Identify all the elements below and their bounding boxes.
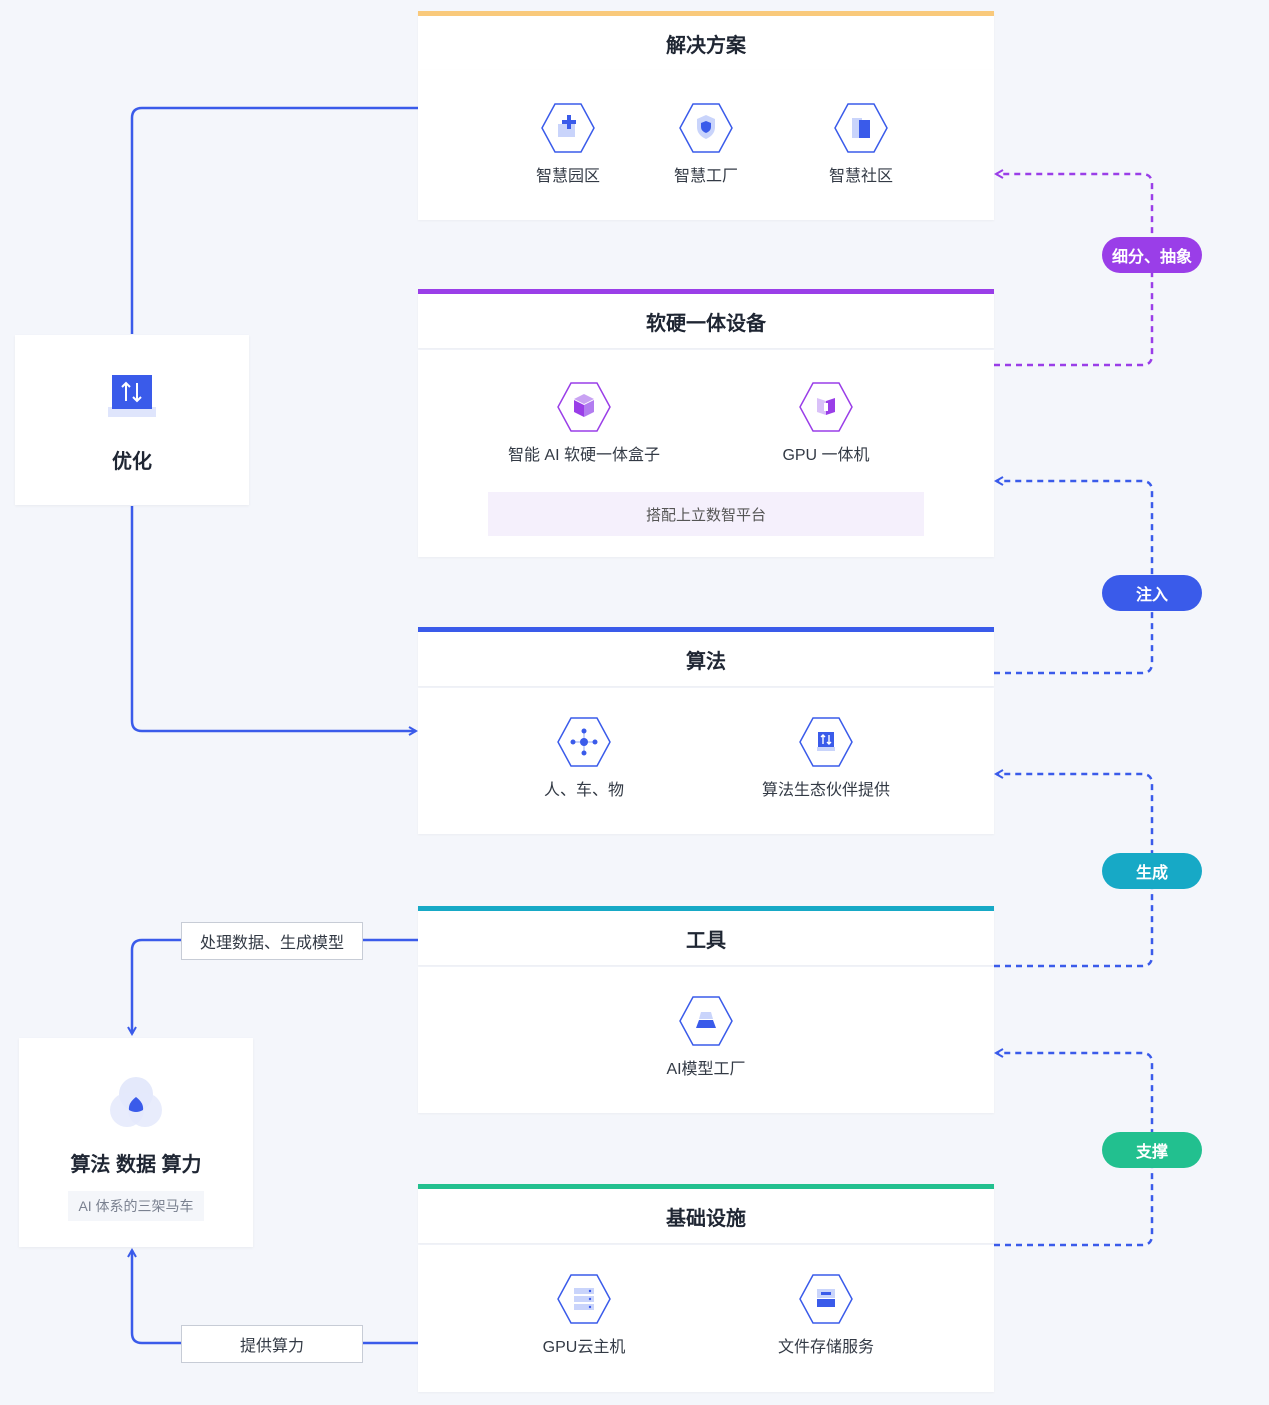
optimize-box: 优化 <box>15 335 249 505</box>
item-label: 算法生态伙伴提供 <box>761 782 890 799</box>
triad-subtitle: AI 体系的三架马车 <box>68 1191 204 1221</box>
layer-tools: 工具 AI模型工厂 <box>418 906 994 1113</box>
item-smart-community[interactable]: 智慧社区 <box>771 102 951 186</box>
item-label: 人、车、物 <box>543 782 624 799</box>
layer-solutions-body: 智慧园区 智慧工厂 智慧社区 <box>418 70 994 220</box>
network-icon <box>557 717 611 767</box>
park-icon <box>541 103 595 153</box>
flow-support-pill: 支撑 <box>1102 1132 1202 1168</box>
item-label: 智慧园区 <box>535 168 600 185</box>
layer-title: 解决方案 <box>666 34 746 57</box>
shield-icon <box>679 103 733 153</box>
item-smart-park[interactable]: 智慧园区 <box>478 102 658 186</box>
layer-solutions: 解决方案 智慧园区 智慧工厂 智慧社区 <box>418 11 994 220</box>
flow-label: 支撑 <box>1135 1144 1168 1161</box>
venn-icon <box>110 1077 162 1127</box>
item-smart-factory[interactable]: 智慧工厂 <box>616 102 796 186</box>
layer-infrastructure-header: 基础设施 <box>418 1184 994 1243</box>
layer-solutions-header: 解决方案 <box>418 11 994 70</box>
layer-algorithm-header: 算法 <box>418 627 994 686</box>
optimize-to-algorithm-line <box>130 506 416 731</box>
layer-tools-header: 工具 <box>418 906 994 965</box>
layer-algorithm: 算法 人、车、物 算法生态伙伴提供 <box>418 627 994 834</box>
triad-box: 算法 数据 算力 AI 体系的三架马车 <box>19 1038 253 1247</box>
item-label: 智能 AI 软硬一体盒子 <box>507 447 660 464</box>
item-label: AI模型工厂 <box>666 1061 746 1078</box>
building-icon <box>834 103 888 153</box>
flow-label: 细分、抽象 <box>1111 249 1192 266</box>
layer-title: 基础设施 <box>666 1207 746 1230</box>
cube-icon <box>557 382 611 432</box>
layer-infrastructure-body: GPU云主机 文件存储服务 <box>418 1245 994 1392</box>
layer-devices-body: 智能 AI 软硬一体盒子 GPU 一体机 搭配上立数智平台 <box>418 350 994 557</box>
sort-arrows-icon <box>799 717 853 767</box>
item-label: GPU云主机 <box>542 1339 626 1356</box>
layer-devices-header: 软硬一体设备 <box>418 289 994 348</box>
storage-icon <box>799 1274 853 1324</box>
flow-inject-pill: 注入 <box>1102 575 1202 611</box>
optimize-title: 优化 <box>112 451 152 473</box>
item-label: 智慧工厂 <box>673 168 738 185</box>
tag-label: 提供算力 <box>239 1338 304 1355</box>
flow-generate-pill: 生成 <box>1102 853 1202 889</box>
layer-tools-body: AI模型工厂 <box>418 967 994 1113</box>
platform-note-text: 搭配上立数智平台 <box>645 506 766 524</box>
platform-note: 搭配上立数智平台 <box>488 492 924 536</box>
sort-arrows-icon <box>108 375 156 417</box>
optimize-to-solutions-line <box>130 106 418 334</box>
item-file-storage[interactable]: 文件存储服务 <box>736 1273 916 1357</box>
layer-algorithm-body: 人、车、物 算法生态伙伴提供 <box>418 688 994 834</box>
item-partner-algorithm[interactable]: 算法生态伙伴提供 <box>736 716 916 800</box>
item-people-cars-things[interactable]: 人、车、物 <box>494 716 674 800</box>
triad-title: 算法 数据 算力 <box>70 1154 202 1176</box>
model-factory-icon <box>679 996 733 1046</box>
flow-label: 生成 <box>1135 865 1168 882</box>
provide-compute-tag: 提供算力 <box>181 1325 363 1363</box>
flow-abstract-pill: 细分、抽象 <box>1102 237 1202 273</box>
item-ai-model-factory[interactable]: AI模型工厂 <box>616 995 796 1079</box>
flow-label: 注入 <box>1135 587 1168 604</box>
layer-title: 软硬一体设备 <box>646 312 766 335</box>
layer-title: 算法 <box>686 650 726 673</box>
layer-infrastructure: 基础设施 GPU云主机 文件存储服务 <box>418 1184 994 1392</box>
item-gpu-cloud-host[interactable]: GPU云主机 <box>494 1273 674 1357</box>
item-label: GPU 一体机 <box>782 447 870 464</box>
process-data-tag: 处理数据、生成模型 <box>181 922 363 960</box>
item-label: 智慧社区 <box>828 168 893 185</box>
layer-title: 工具 <box>686 929 726 952</box>
item-label: 文件存储服务 <box>777 1339 874 1356</box>
layer-devices: 软硬一体设备 智能 AI 软硬一体盒子 GPU 一体机 搭配上立数智平台 <box>418 289 994 557</box>
gpu-machine-icon <box>799 382 853 432</box>
item-ai-box[interactable]: 智能 AI 软硬一体盒子 <box>494 381 674 465</box>
tag-label: 处理数据、生成模型 <box>199 935 344 952</box>
server-icon <box>557 1274 611 1324</box>
item-gpu-all-in-one[interactable]: GPU 一体机 <box>736 381 916 465</box>
